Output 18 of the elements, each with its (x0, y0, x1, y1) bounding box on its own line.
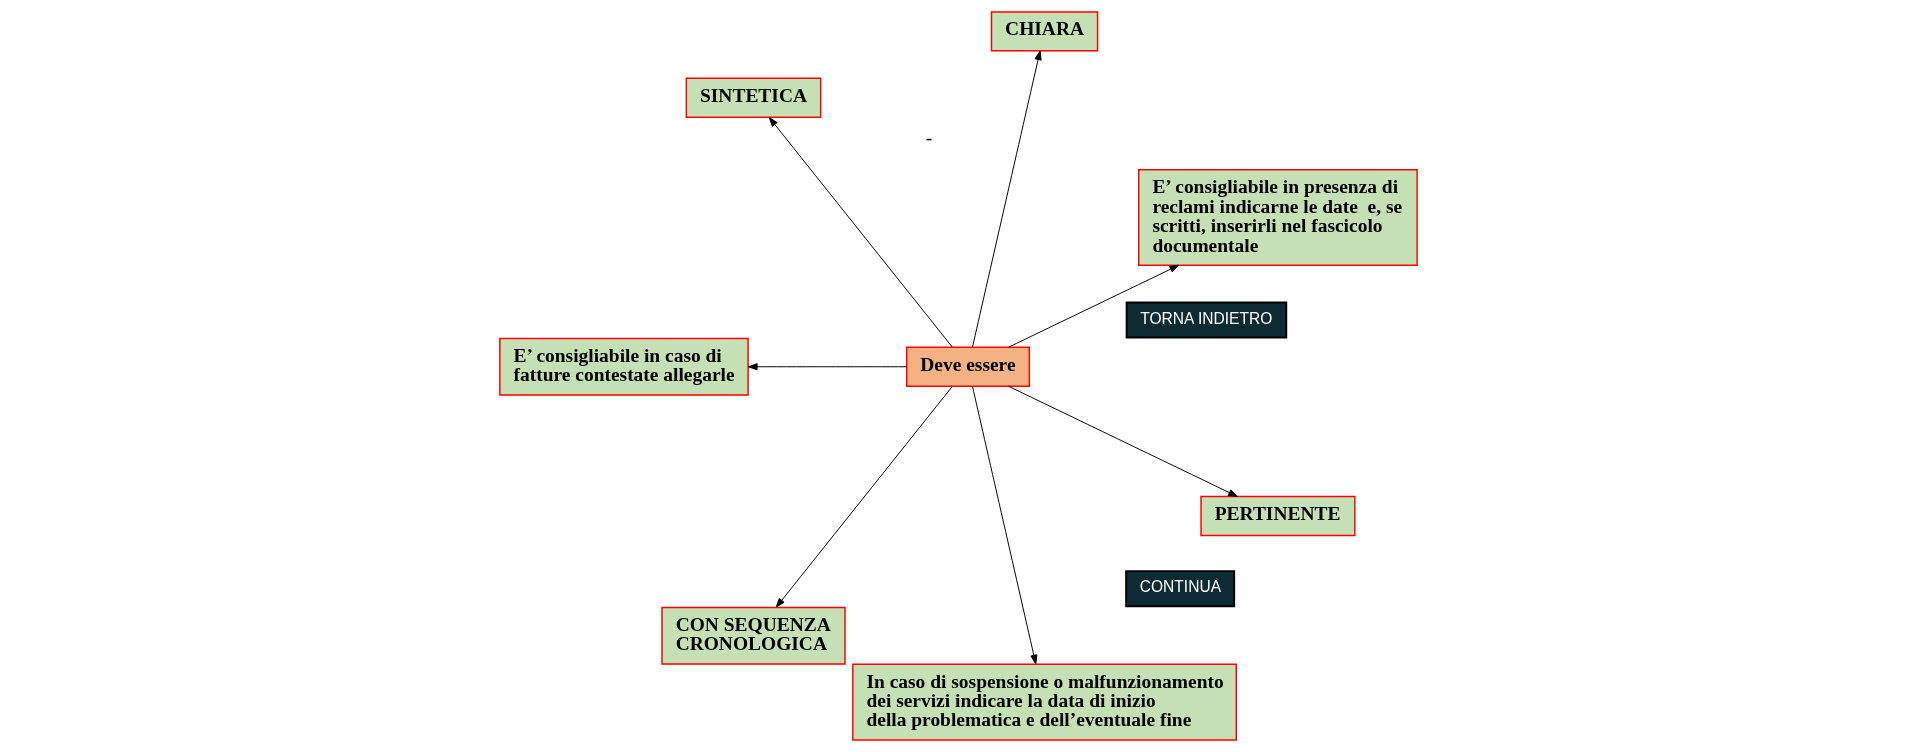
node-box: In caso di sospensione o malfunzionamento dei servizi indicare la data di inizio della problematica e dell’eventuale fine (851, 663, 1237, 741)
node-box: SINTETICA (685, 77, 821, 118)
label: - (925, 126, 932, 148)
node-box: E’ consigliabile in presenza di reclami indicarne le date e, se scritti, inserirli nel fascicolo documentale (1137, 169, 1418, 266)
node-box: E’ consigliabile in caso di fatture contestate allegarle (498, 337, 749, 396)
node-box: PERTINENTE (1199, 495, 1356, 537)
node-box: CHIARA (990, 11, 1098, 52)
node-box: CONTINUA (1124, 570, 1235, 608)
node-box: TORNA INDIETRO (1125, 301, 1287, 339)
arrow (1007, 385, 1238, 497)
arrow (971, 385, 1037, 665)
arrow (1007, 264, 1179, 348)
node-box: CON SEQUENZA CRONOLOGICA (660, 606, 846, 665)
arrow (768, 117, 953, 348)
arrow (747, 363, 907, 371)
arrow (971, 50, 1042, 348)
arrow (775, 386, 953, 608)
node-box: Deve essere (905, 346, 1030, 387)
